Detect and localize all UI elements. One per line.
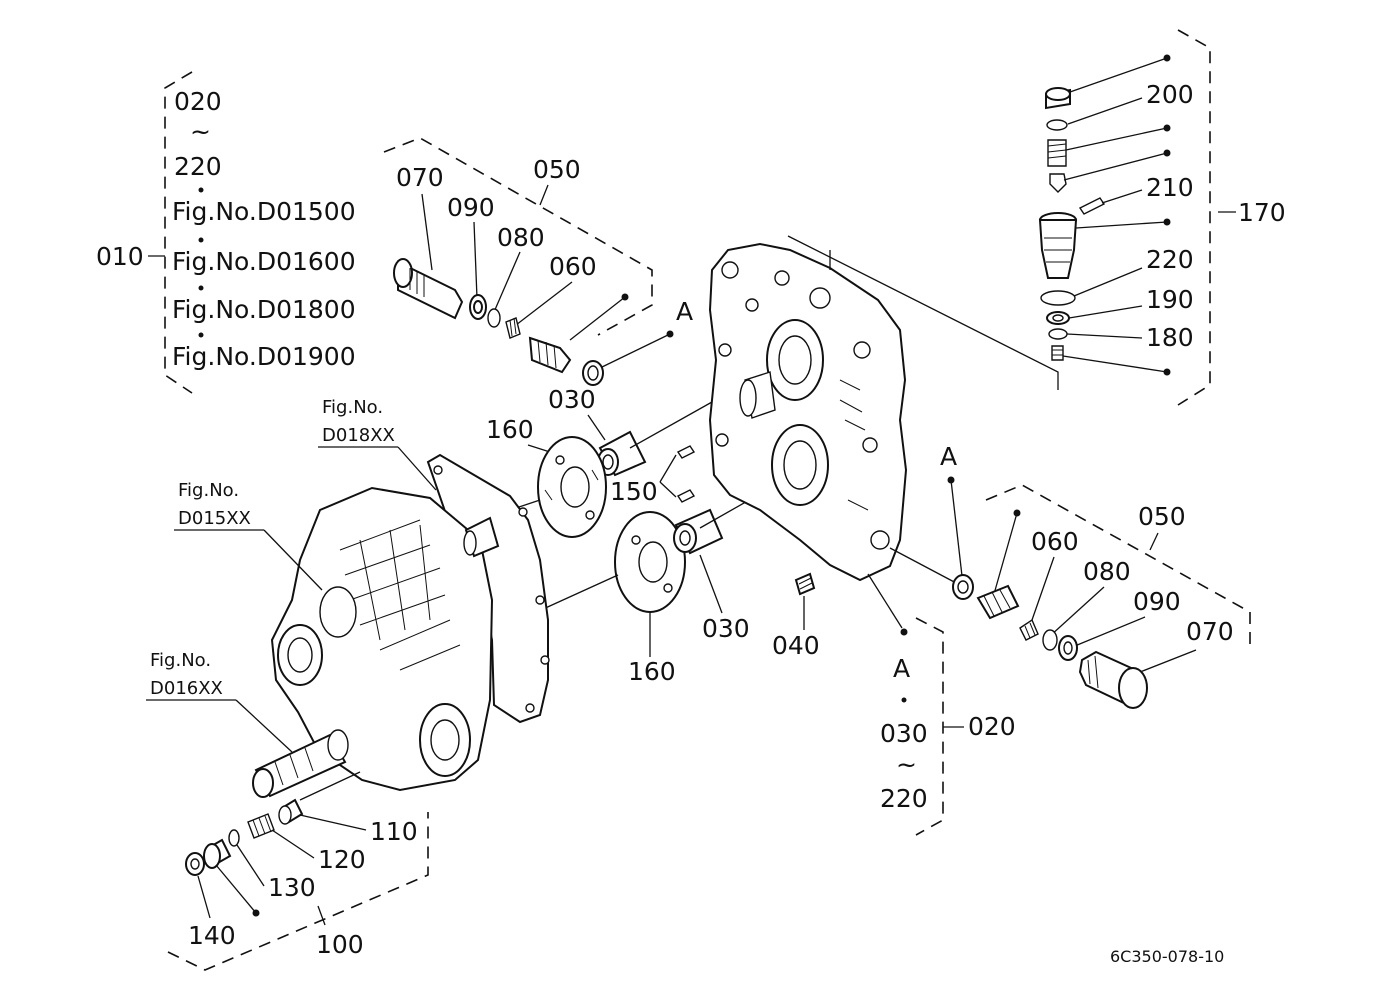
label-120: 120: [318, 845, 366, 874]
pin-150-lower: [676, 489, 696, 503]
valve-cone: [1049, 173, 1067, 193]
label-080-left: 080: [497, 223, 545, 252]
sleeve-030-upper: [597, 430, 647, 477]
label-090-left: 090: [447, 193, 495, 222]
label-060-left: 060: [549, 252, 597, 281]
svg-text:D016XX: D016XX: [150, 678, 223, 699]
right-valve-group-050: A 050 060 080 090 070: [940, 442, 1251, 709]
label-080-right: 080: [1083, 557, 1131, 586]
oring-080-left: [487, 308, 501, 328]
oring-130: [228, 829, 240, 847]
pin-210: [1078, 197, 1106, 215]
label-180: 180: [1146, 323, 1194, 352]
plug-070-left: [393, 258, 464, 320]
label-030-upper: 030: [548, 385, 596, 414]
plug-070-right: [1078, 650, 1148, 709]
spring-060-left: [505, 317, 521, 339]
small-plug: [1051, 345, 1064, 361]
label-040: 040: [772, 631, 820, 660]
pump-housing: [708, 235, 1059, 636]
drawing-id: 6C350-078-10: [1110, 947, 1224, 966]
label-010: 010: [96, 242, 144, 271]
label-010-range-start: 020: [174, 87, 222, 116]
valve-body-right: [976, 584, 1020, 620]
label-020: 020: [968, 712, 1016, 741]
fig-ref-d016xx: Fig.No. D016XX: [146, 650, 293, 753]
svg-text:Fig.No.: Fig.No.: [150, 650, 211, 671]
group-010-bracket: 010 020 ~ 220 Fig.No.D01500 Fig.No.D0160…: [96, 71, 356, 394]
label-070-right: 070: [1186, 617, 1234, 646]
collar-left: [582, 360, 604, 386]
label-200: 200: [1146, 80, 1194, 109]
plug-140: [185, 838, 232, 876]
spring-upper: [1047, 139, 1067, 167]
oring-180: [1048, 328, 1068, 340]
collar-right: [952, 574, 974, 600]
plate-160-upper: [537, 436, 607, 538]
label-ref-d01900: Fig.No.D01900: [172, 342, 356, 371]
label-090-right: 090: [1133, 587, 1181, 616]
label-150: 150: [610, 477, 658, 506]
oring-080-right: [1042, 629, 1058, 651]
oring-200: [1046, 119, 1068, 131]
svg-text:D015XX: D015XX: [178, 508, 251, 529]
label-030-lower: 030: [702, 614, 750, 643]
label-130: 130: [268, 873, 316, 902]
label-170: 170: [1238, 198, 1286, 227]
plug-040: [794, 572, 816, 596]
fig-ref-d015xx: Fig.No. D015XX: [174, 480, 323, 591]
fig-ref-d018xx: Fig.No. D018XX: [318, 397, 437, 491]
pin-150-upper: [676, 445, 696, 459]
label-070-left: 070: [396, 163, 444, 192]
spring-060-right: [1019, 618, 1039, 641]
label-050-right: 050: [1138, 502, 1186, 531]
label-a-right: A: [940, 442, 957, 471]
group-170: 170 200 210: [1038, 29, 1286, 406]
cap-plug: [1045, 87, 1071, 110]
sleeve-030-lower: [673, 508, 724, 555]
washer-090-right: [1058, 635, 1078, 661]
label-a-020: A: [893, 654, 910, 683]
svg-text:D018XX: D018XX: [322, 425, 395, 446]
label-140: 140: [188, 921, 236, 950]
washer-090-left: [469, 294, 487, 320]
label-010-range-end: 220: [174, 152, 222, 181]
oring-220: [1040, 290, 1076, 306]
svg-text:Fig.No.: Fig.No.: [322, 397, 383, 418]
label-050-left: 050: [533, 155, 581, 184]
group-100: 100 110 120 130 140: [167, 771, 429, 971]
plug-110: [278, 798, 304, 825]
label-160-lower: 160: [628, 657, 676, 686]
label-060-right: 060: [1031, 527, 1079, 556]
gearbox-housing: [252, 453, 550, 798]
group-020: 020 A 030 ~ 220: [880, 617, 1016, 836]
label-ref-d01600: Fig.No.D01600: [172, 247, 356, 276]
label-210: 210: [1146, 173, 1194, 202]
label-a-left: A: [676, 297, 693, 326]
label-ref-d01800: Fig.No.D01800: [172, 295, 356, 324]
valve-seat-body: [1038, 212, 1078, 279]
valve-body-left: [528, 336, 572, 374]
left-valve-group-050: 050 070 090 080 060 A: [383, 137, 693, 386]
label-100: 100: [316, 930, 364, 959]
label-220: 220: [1146, 245, 1194, 274]
svg-text:Fig.No.: Fig.No.: [178, 480, 239, 501]
label-190: 190: [1146, 285, 1194, 314]
label-ref-d01500: Fig.No.D01500: [172, 197, 356, 226]
plate-160-lower: [614, 511, 686, 613]
label-160-upper: 160: [486, 415, 534, 444]
center-parts: 030 160 150: [419, 385, 820, 686]
washer-190: [1046, 311, 1070, 325]
spring-120: [247, 813, 275, 839]
label-010-range-sep: ~: [190, 117, 211, 146]
label-110: 110: [370, 817, 418, 846]
label-020-range-end: 220: [880, 784, 928, 813]
label-020-range-start: 030: [880, 719, 928, 748]
label-020-range-sep: ~: [896, 750, 917, 779]
